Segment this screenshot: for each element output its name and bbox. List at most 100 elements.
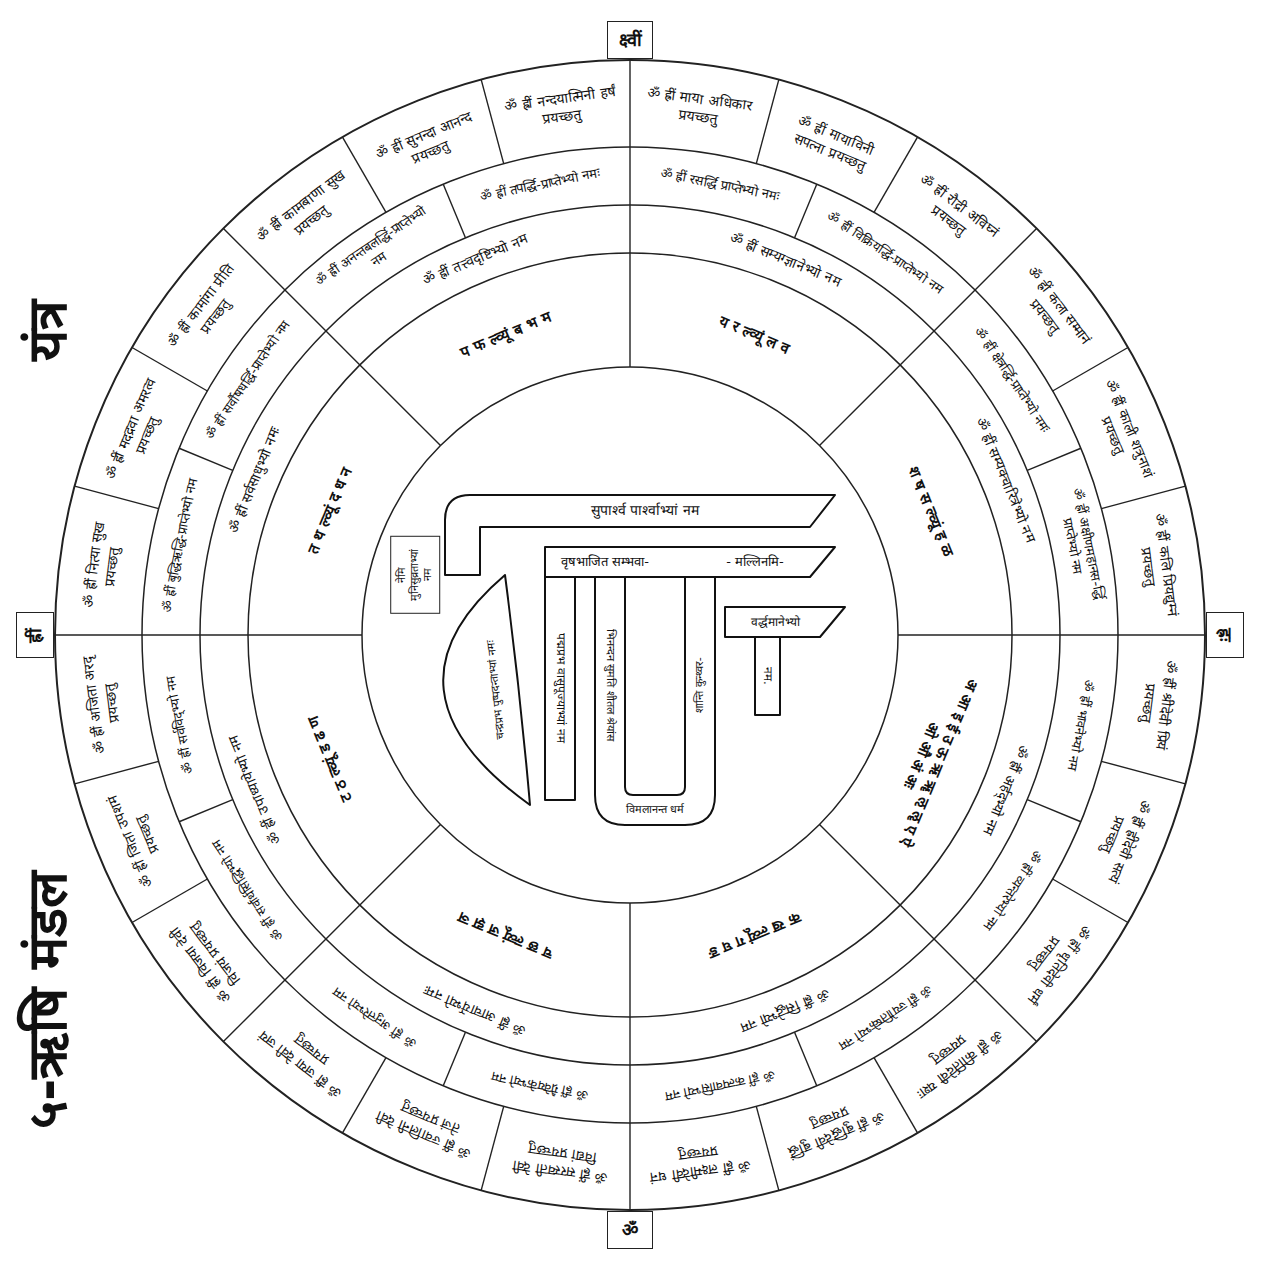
- glyph-stroke: [755, 637, 780, 715]
- sector-divider: [1101, 486, 1185, 509]
- mantra-cell: ॐ ह्रीं मदद्रवा अमरत्व प्रयच्छतु: [101, 373, 176, 490]
- bija-box: क्ष्वीं: [607, 21, 653, 59]
- box-text: ह्रः: [1214, 628, 1237, 642]
- sector-divider: [1012, 634, 1060, 635]
- tirthankara-name: विमलानन्त धर्म: [626, 803, 685, 817]
- sector-divider: [179, 448, 233, 470]
- box-text: क्ष्वीं: [619, 29, 642, 52]
- hrim-glyph: [443, 495, 845, 825]
- sector-divider: [481, 80, 504, 164]
- bija-box: ह्रीं: [16, 612, 54, 658]
- mantra-cell: ॐ ह्रीं कल्पवासिभ्यो नम: [646, 1063, 794, 1108]
- sector-divider: [629, 903, 630, 1017]
- sector-divider: [756, 80, 779, 164]
- sector-divider: [200, 634, 248, 635]
- sector-divider: [900, 331, 934, 365]
- glyph-stroke: [595, 577, 715, 825]
- mantra-cell: ॐ ह्रीं माया अधिकार प्रयच्छतु: [642, 83, 758, 132]
- bija-letters: त थ ल्व्यूं द ध न: [287, 424, 373, 598]
- sector-divider: [629, 253, 630, 367]
- mantra-cell: ॐ ह्रीं व्यन्तरेभ्यो नम: [964, 824, 1060, 956]
- sector-divider: [629, 1065, 630, 1123]
- mantra-cell: ॐ ह्रीं कलि प्रियद्युम्नं प्रयच्छतु: [1132, 508, 1181, 624]
- mantra-cell: ॐ ह्रीं श्रीदेवी प्रियं प्रयच्छतु: [1132, 647, 1181, 763]
- sector-divider: [481, 1106, 504, 1190]
- mantra-cell: ॐ ह्रीं तपर्द्धि-प्राप्तेभ्यो नमः: [466, 162, 614, 207]
- mantra-cell: ॐ ह्रीं जया देवी जयं प्रयच्छतु: [251, 1009, 361, 1105]
- sector-divider: [179, 800, 233, 822]
- mantra-cell: ॐ ह्रीं धृतिदेवी धर्मं प्रयच्छतु: [1004, 903, 1100, 1013]
- tirthankara-name: भिनन्दन सुमति शीतल श्रेयांस: [603, 629, 617, 742]
- mantra-cell: ॐ ह्रीं ज्वालिनी देवी तेजं प्रयच्छतु: [368, 1088, 485, 1163]
- sector-divider: [1118, 634, 1205, 635]
- tirthankara-name: वृषभाजित सम्भवा-: [561, 554, 649, 570]
- mantra-cell: ॐ ह्रीं बुद्धिऋद्धि-प्राप्तेभ्यो नम: [157, 471, 202, 619]
- mantra-cell: ॐ ह्रीं सुनन्दा आनन्द प्रयच्छतु: [368, 106, 485, 181]
- mantra-cell: ॐ ह्रीं बुद्धिदेवी बुद्धिं प्रयच्छतु: [775, 1088, 892, 1163]
- bija-letters: ट ठ ल्व्यूं ड ढ ण: [287, 672, 373, 846]
- sector-divider: [360, 365, 441, 446]
- sector-divider: [898, 634, 1012, 635]
- sector-divider: [360, 825, 441, 906]
- mantra-cell: ॐ ह्रीं विजया देवी विजयं प्रयच्छतु: [160, 903, 256, 1013]
- mantra-cell: ॐ ह्रीं ह्रीदेवी सत्यं प्रयच्छतु: [1083, 780, 1158, 897]
- mantra-cell: ॐ ह्रीं ज्योतिष्केभ्यो नम: [819, 969, 951, 1065]
- ring-circle: [248, 253, 1012, 1017]
- glyph-stroke: [725, 607, 845, 637]
- sector-divider: [1027, 448, 1081, 470]
- sector-divider: [55, 634, 142, 635]
- mantra-cell: ॐ ह्रीं कला सम्मानं प्रयच्छतु: [1004, 256, 1100, 366]
- mantra-cell: ॐ ह्रीं मायाविनी सपत्ना प्रयच्छतु: [775, 106, 892, 181]
- sector-divider: [443, 1032, 465, 1086]
- mantra-cell: ॐ ह्रीं ग्रैवेयकेभ्यो नम: [466, 1063, 614, 1108]
- bija-letters: श ष स ल्व्यूं ह ळ: [887, 424, 973, 598]
- sector-divider: [820, 825, 901, 906]
- title-word: यंत्र: [14, 300, 82, 361]
- sector-divider: [326, 331, 360, 365]
- mantra-cell: ॐ ह्रीं रसर्द्धि प्राप्तेभ्यो नमः: [646, 162, 794, 207]
- glyph-stroke: [443, 575, 530, 805]
- sector-divider: [142, 634, 200, 635]
- mantra-cell: ॐ ह्रीं कीर्तिदेवी यशः प्रयच्छतु: [898, 1009, 1008, 1105]
- sector-divider: [900, 905, 934, 939]
- sector-divider: [75, 761, 159, 784]
- sector-divider: [248, 634, 362, 635]
- sector-divider: [443, 184, 465, 238]
- glyph-stroke: [545, 547, 835, 577]
- mantra-cell: ॐ ह्रीं सरस्वती देवी विद्यां प्रयच्छतु: [503, 1137, 619, 1186]
- mantra-cell: ॐ ह्रीं जिता उपशमं प्रयच्छतु: [101, 780, 176, 897]
- box-text: नेमि मुनिसुव्रताभ्यां नम: [395, 541, 435, 609]
- mantra-cell: ॐ ह्रीं सर्वविद्भ्यो नम: [157, 651, 202, 799]
- tirthankara-name: नम.: [760, 667, 775, 685]
- mantra-cell: ॐ ह्रीं अजिता अरदृ प्रयच्छतु: [78, 647, 127, 763]
- sector-divider: [629, 1123, 630, 1210]
- title: ५-ऋषि मंडल: [14, 871, 82, 1129]
- bija-letters: य र ल्व्यूं ल व: [667, 292, 841, 378]
- mantra-cell: ॐ ह्रीं नित्या सुख प्रयच्छतु: [78, 508, 127, 624]
- sector-divider: [629, 1017, 630, 1065]
- sector-divider: [75, 486, 159, 509]
- tirthankara-name: सुपार्श्व पार्श्वाभ्यां नम: [591, 502, 699, 520]
- name-box: नेमि मुनिसुव्रताभ्यां नम: [390, 536, 440, 614]
- sector-divider: [934, 939, 975, 980]
- sector-divider: [795, 1032, 817, 1086]
- bija-box: ॐ: [607, 1211, 653, 1249]
- sector-divider: [795, 184, 817, 238]
- mantra-cell: ॐ ह्रीं भावनेभ्यो नम: [1058, 651, 1103, 799]
- tirthankara-name: वर्द्धमानेभ्यो: [751, 615, 800, 630]
- mantra-cell: ॐ ह्रीं कामांगा प्रीति प्रयच्छतु: [160, 256, 256, 366]
- sector-divider: [629, 205, 630, 253]
- mantra-cell: ॐ ह्रीं काली शत्रुनाशं प्रयच्छतु: [1083, 373, 1158, 490]
- box-text: ह्रीं: [24, 628, 47, 643]
- sector-divider: [874, 137, 918, 212]
- bija-letters: च छ ल्व्यूं ज झ ञ: [419, 892, 593, 978]
- tirthankara-name: पद्मप्रभ वासुपूज्याभ्यां नम: [553, 633, 568, 743]
- mantra-cell: ॐ ह्रीं कामबाणा सुख प्रयच्छतु: [251, 165, 361, 261]
- bija-box: ह्रः: [1206, 612, 1244, 658]
- sector-divider: [326, 905, 360, 939]
- sector-divider: [1060, 634, 1118, 635]
- mantra-cell: ॐ ह्रीं लक्ष्मीदेवी धनं प्रयच्छतु: [642, 1137, 758, 1186]
- ring-circle: [200, 205, 1060, 1065]
- bija-letters: अ आ इ ई उ ऊ ऋ ॠ ऌ ॡ ए ऐ ओ औ अं अः: [878, 669, 982, 850]
